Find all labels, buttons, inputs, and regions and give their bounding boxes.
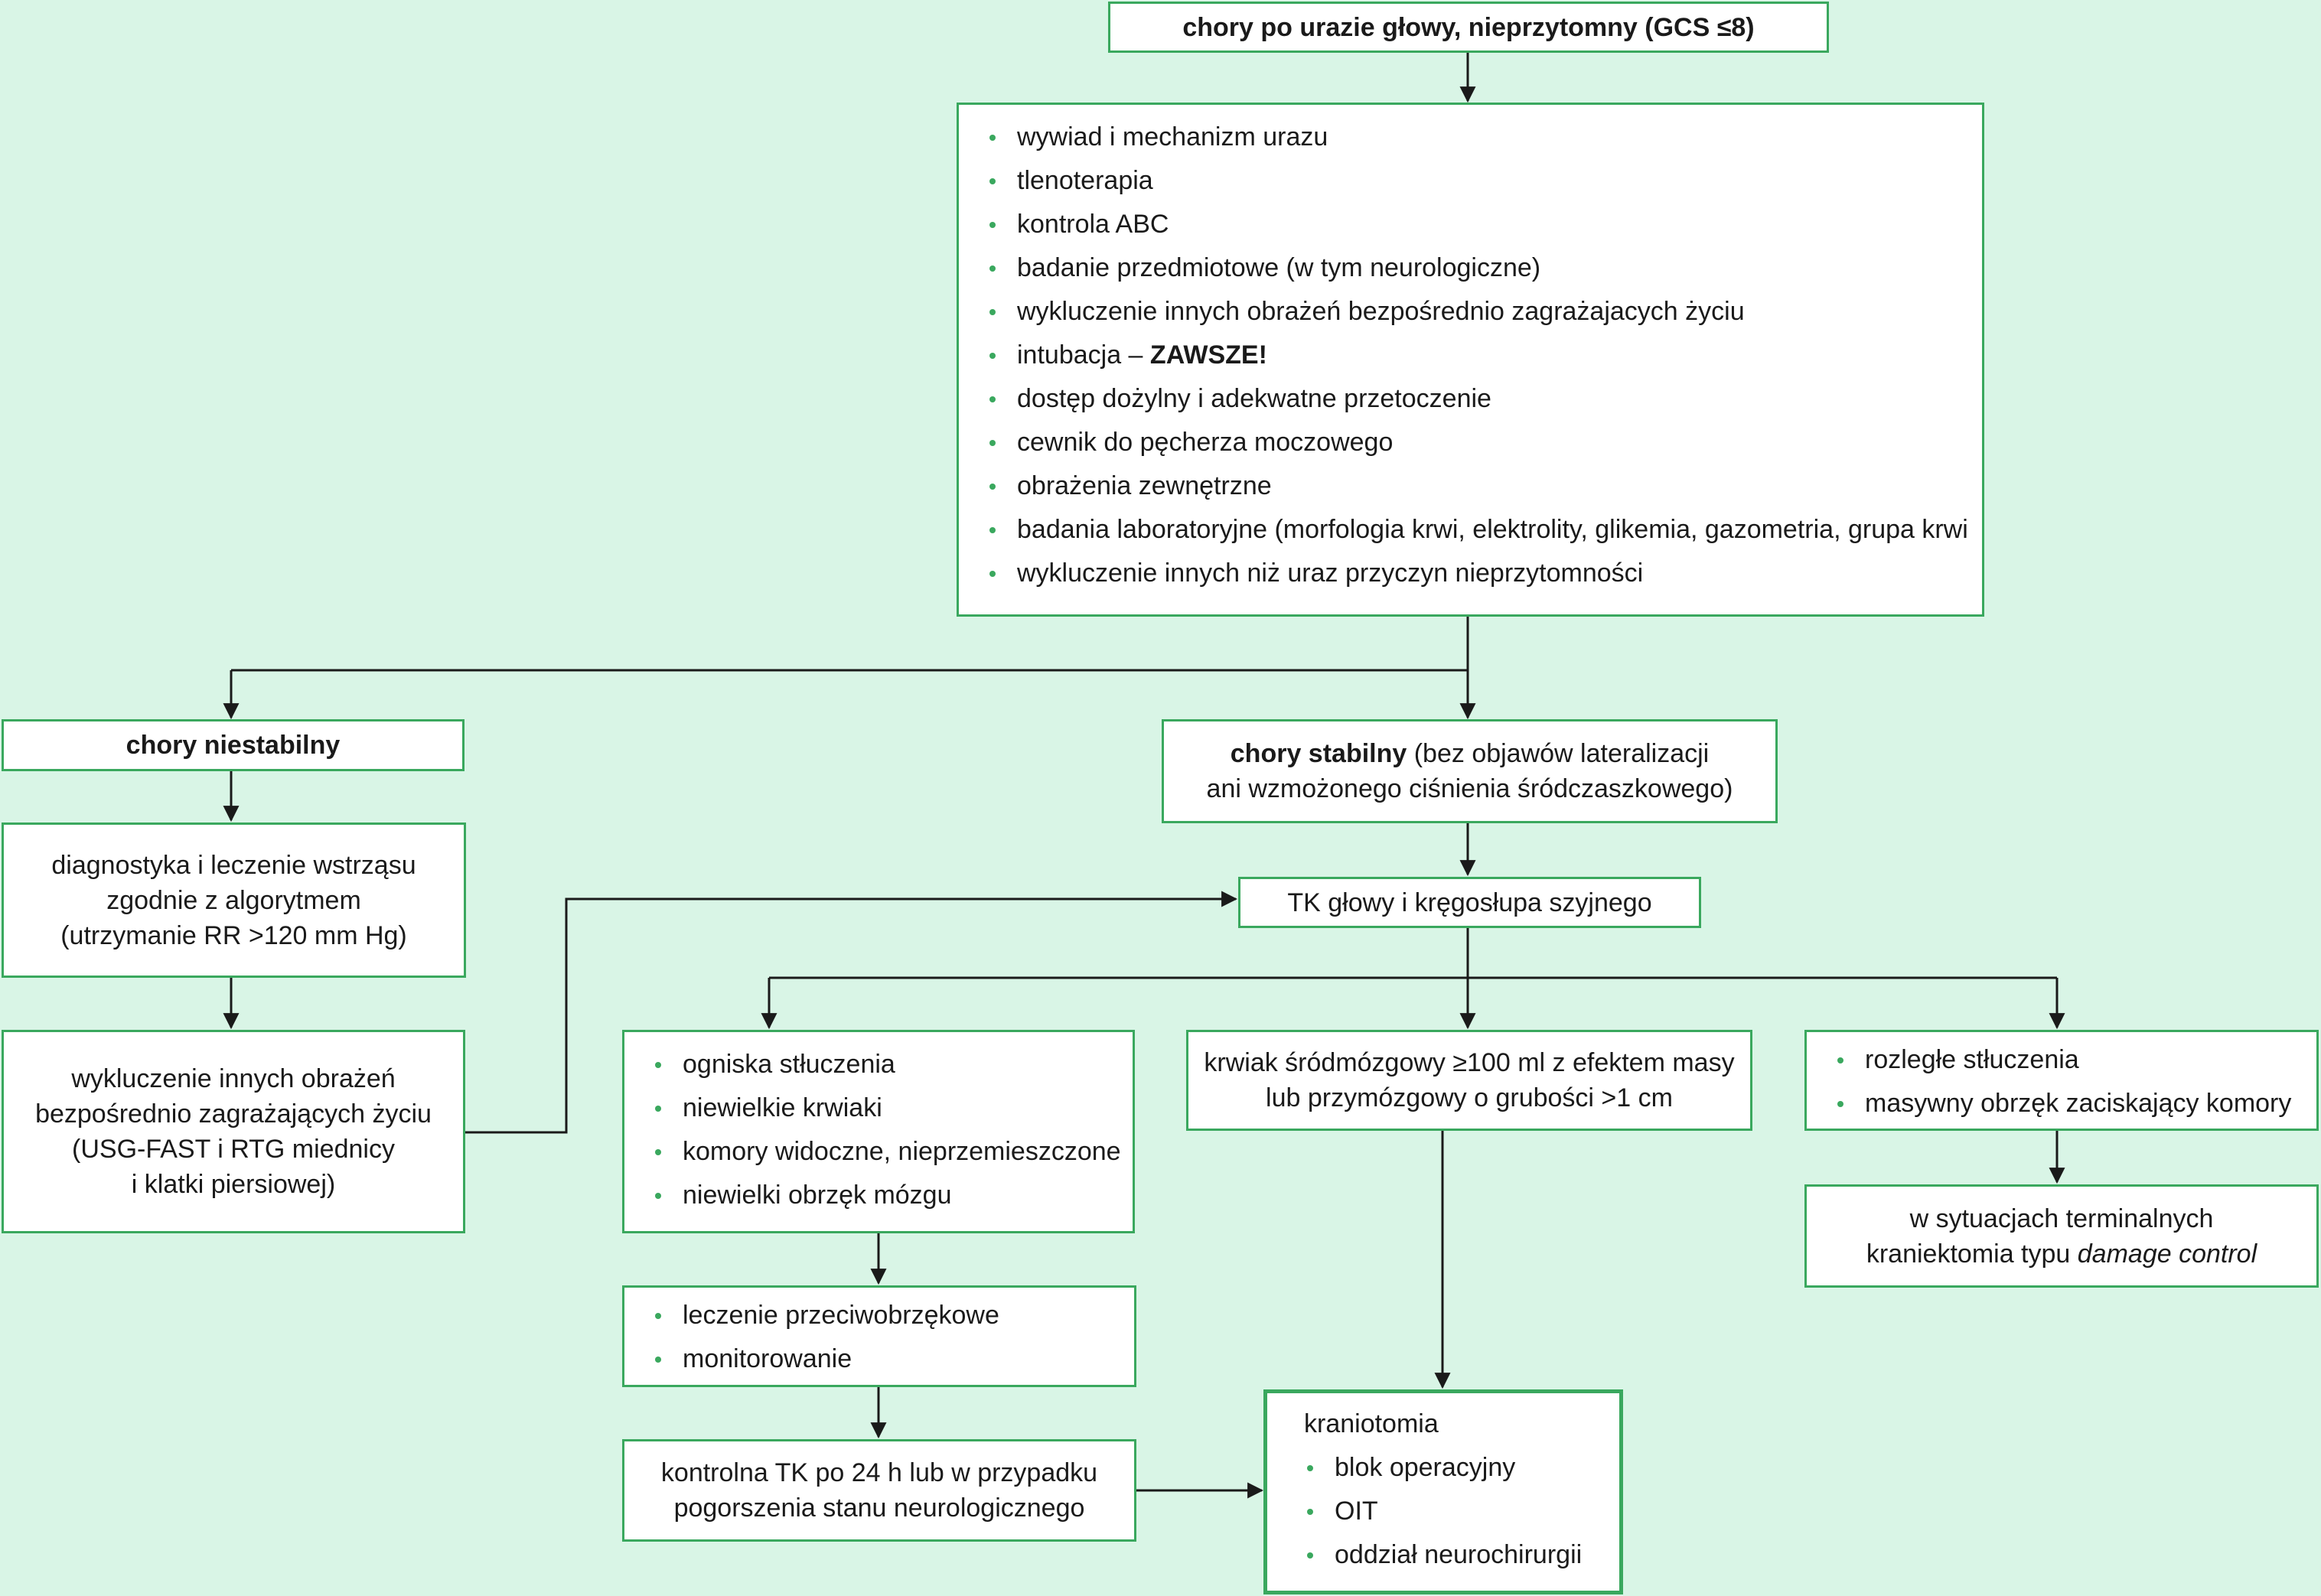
list-item: niewielki obrzęk mózgu bbox=[652, 1174, 1133, 1217]
list-item: monitorowanie bbox=[652, 1337, 1134, 1381]
node-unconscious-patient: chory po urazie głowy, nieprzytomny (GCS… bbox=[1108, 2, 1829, 53]
arrow-exclusion-to-ct bbox=[465, 891, 1238, 1134]
list-item: tlenoterapia bbox=[986, 159, 1982, 203]
shock-line: diagnostyka i leczenie wstrząsu bbox=[51, 850, 416, 880]
exclusion-line: (USG-FAST i RTG miednicy bbox=[72, 1135, 395, 1164]
intubation-emphasis: ZAWSZE! bbox=[1149, 340, 1267, 370]
node-initial-management: wywiad i mechanizm urazu tlenoterapia ko… bbox=[957, 103, 1984, 617]
list-item: blok operacyjny bbox=[1304, 1446, 1619, 1490]
node-minor-findings: ogniska stłuczenia niewielkie krwiaki ko… bbox=[622, 1030, 1135, 1233]
node-unstable-patient: chory niestabilny bbox=[2, 719, 465, 771]
list-item: wywiad i mechanizm urazu bbox=[986, 116, 1982, 159]
hematoma-line: krwiak śródmózgowy ≥100 ml z efektem mas… bbox=[1204, 1048, 1735, 1077]
exclusion-line: i klatki piersiowej) bbox=[131, 1170, 336, 1199]
terminal-line2-italic: damage control bbox=[2077, 1239, 2257, 1269]
stable-patient-bold: chory stabilny bbox=[1230, 739, 1407, 768]
list-item: ogniska stłuczenia bbox=[652, 1043, 1133, 1086]
list-item: rozległe stłuczenia bbox=[1834, 1038, 2316, 1082]
node-unconscious-patient-label: chory po urazie głowy, nieprzytomny (GCS… bbox=[1182, 12, 1755, 42]
node-terminal-craniectomy: w sytuacjach terminalnych kraniektomia t… bbox=[1804, 1184, 2319, 1288]
node-stable-patient-line2: ani wzmożonego ciśnienia śródczaszkowego… bbox=[1206, 774, 1733, 803]
node-shock-treatment: diagnostyka i leczenie wstrząsu zgodnie … bbox=[2, 822, 466, 978]
node-unstable-patient-label: chory niestabilny bbox=[126, 731, 341, 760]
control-ct-line: kontrolna TK po 24 h lub w przypadku bbox=[660, 1458, 1098, 1487]
list-item: obrażenia zewnętrzne bbox=[986, 464, 1982, 508]
craniotomy-title: kraniotomia bbox=[1304, 1409, 1439, 1438]
node-exclude-injuries: wykluczenie innych obrażeń bezpośrednio … bbox=[2, 1030, 465, 1233]
list-item: oddział neurochirurgii bbox=[1304, 1533, 1619, 1577]
list-item: kontrola ABC bbox=[986, 203, 1982, 246]
craniotomy-list: blok operacyjny OIT oddział neurochirurg… bbox=[1304, 1446, 1619, 1577]
list-item: komory widoczne, nieprzemieszczone bbox=[652, 1130, 1133, 1174]
list-item: badania laboratoryjne (morfologia krwi, … bbox=[986, 508, 1982, 552]
terminal-line2-prefix: kraniektomia typu bbox=[1866, 1239, 2078, 1269]
node-stable-patient: chory stabilny (bez objawów lateralizacj… bbox=[1162, 719, 1778, 823]
list-item: niewielkie krwiaki bbox=[652, 1086, 1133, 1130]
list-item: badanie przedmiotowe (w tym neurologiczn… bbox=[986, 246, 1982, 290]
hematoma-line: lub przymózgowy o grubości >1 cm bbox=[1266, 1083, 1673, 1112]
list-item: wykluczenie innych obrażeń bezpośrednio … bbox=[986, 290, 1982, 334]
node-extensive-contusions: rozległe stłuczenia masywny obrzęk zacis… bbox=[1804, 1030, 2319, 1131]
treatment-list: leczenie przeciwobrzękowe monitorowanie bbox=[652, 1294, 1134, 1381]
exclusion-line: wykluczenie innych obrażeń bbox=[71, 1064, 396, 1093]
control-ct-line: pogorszenia stanu neurologicznego bbox=[673, 1493, 1085, 1523]
list-item-intubation: intubacja – ZAWSZE! bbox=[986, 334, 1982, 377]
node-ct-scan-label: TK głowy i kręgosłupa szyjnego bbox=[1287, 888, 1652, 917]
node-control-ct: kontrolna TK po 24 h lub w przypadku pog… bbox=[622, 1439, 1136, 1542]
list-item: OIT bbox=[1304, 1490, 1619, 1533]
list-item: wykluczenie innych niż uraz przyczyn nie… bbox=[986, 552, 1982, 595]
terminal-line1: w sytuacjach terminalnych bbox=[1909, 1204, 2214, 1233]
minor-findings-list: ogniska stłuczenia niewielkie krwiaki ko… bbox=[652, 1043, 1133, 1217]
node-ct-scan: TK głowy i kręgosłupa szyjnego bbox=[1238, 877, 1701, 928]
initial-management-list: wywiad i mechanizm urazu tlenoterapia ko… bbox=[986, 116, 1982, 595]
node-stable-patient-line1: chory stabilny (bez objawów lateralizacj… bbox=[1231, 736, 1709, 771]
shock-line: (utrzymanie RR >120 mm Hg) bbox=[60, 920, 407, 950]
node-anti-edema-treatment: leczenie przeciwobrzękowe monitorowanie bbox=[622, 1285, 1136, 1387]
node-large-hematoma: krwiak śródmózgowy ≥100 ml z efektem mas… bbox=[1186, 1030, 1752, 1131]
list-item: leczenie przeciwobrzękowe bbox=[652, 1294, 1134, 1337]
extensive-contusions-list: rozległe stłuczenia masywny obrzęk zacis… bbox=[1834, 1038, 2316, 1125]
stable-patient-rest: (bez objawów lateralizacji bbox=[1407, 739, 1710, 768]
terminal-line2: kraniektomia typu damage control bbox=[1866, 1236, 2257, 1272]
list-item: cewnik do pęcherza moczowego bbox=[986, 421, 1982, 464]
list-item: dostęp dożylny i adekwatne przetoczenie bbox=[986, 377, 1982, 421]
shock-line: zgodnie z algorytmem bbox=[106, 885, 361, 915]
intubation-label: intubacja – bbox=[1017, 340, 1143, 370]
node-craniotomy: kraniotomia blok operacyjny OIT oddział … bbox=[1263, 1389, 1623, 1594]
exclusion-line: bezpośrednio zagrażających życiu bbox=[35, 1099, 432, 1129]
list-item: masywny obrzęk zaciskający komory bbox=[1834, 1082, 2316, 1125]
